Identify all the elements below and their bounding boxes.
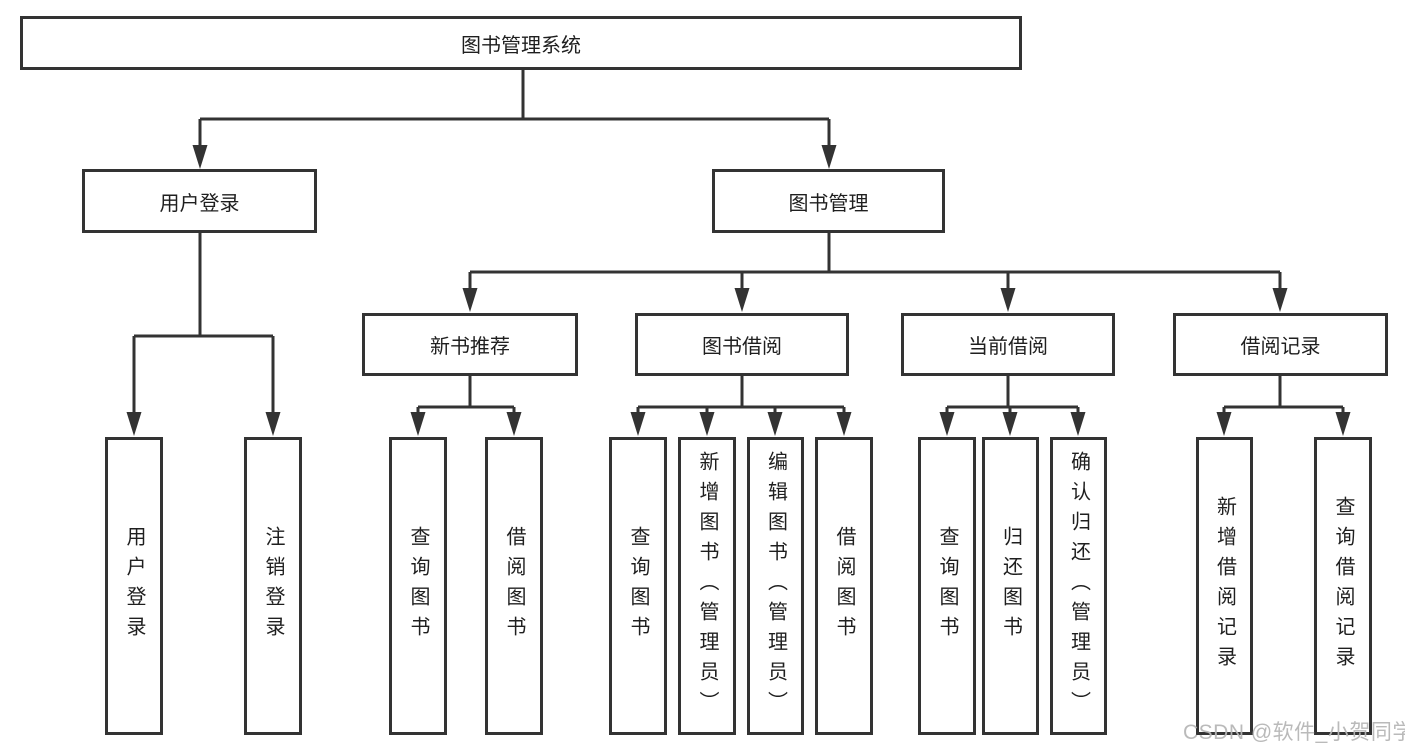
arrowhead-group [126,145,1351,436]
leaf-borrow-borrow-books: 借阅图书 [815,437,873,735]
leaf-borrow-edit-books-admin: 编辑图书（管理员） [747,437,804,735]
leaf-label: 新增图书（管理员） [696,451,718,721]
node-book-borrowing: 图书借阅 [635,313,849,376]
leaf-records-query-record: 查询借阅记录 [1314,437,1372,735]
node-label: 新书推荐 [430,336,510,358]
leaf-label: 用户登录 [123,526,145,646]
leaf-label: 借阅图书 [833,526,855,646]
node-library-management-system: 图书管理系统 [20,16,1022,70]
node-user-login: 用户登录 [82,169,317,233]
leaf-label: 查询图书 [407,526,429,646]
node-label: 图书管理系统 [461,34,581,57]
leaf-label: 确认归还（管理员） [1067,451,1090,721]
leaf-new-books-query-books: 查询图书 [389,437,447,735]
leaf-borrow-add-books-admin: 新增图书（管理员） [678,437,736,735]
leaf-current-confirm-return-admin: 确认归还（管理员） [1050,437,1107,735]
leaf-label: 借阅图书 [503,526,525,646]
csdn-watermark: CSDN @软件_小贺同学 [1183,721,1405,744]
leaf-label: 新增借阅记录 [1213,496,1236,676]
leaf-records-add-record: 新增借阅记录 [1196,437,1253,735]
node-new-book-recommendation: 新书推荐 [362,313,578,376]
node-borrowing-records: 借阅记录 [1173,313,1388,376]
leaf-logout: 注销登录 [244,437,302,735]
leaf-new-books-borrow-books: 借阅图书 [485,437,543,735]
node-label: 图书管理 [788,192,869,215]
node-label: 用户登录 [159,192,240,215]
leaf-label: 编辑图书（管理员） [764,451,787,721]
leaf-label: 查询图书 [936,526,958,646]
node-label: 当前借阅 [968,336,1048,358]
leaf-label: 查询图书 [627,526,649,646]
leaf-label: 注销登录 [262,526,284,646]
leaf-current-query-books: 查询图书 [918,437,976,735]
leaf-label: 归还图书 [999,526,1022,646]
node-label: 图书借阅 [702,336,782,358]
leaf-current-return-books: 归还图书 [982,437,1039,735]
node-current-borrowing: 当前借阅 [901,313,1115,376]
leaf-label: 查询借阅记录 [1332,496,1354,676]
leaf-borrow-query-books: 查询图书 [609,437,667,735]
leaf-user-login: 用户登录 [105,437,163,735]
node-book-management: 图书管理 [712,169,945,233]
node-label: 借阅记录 [1240,336,1321,358]
